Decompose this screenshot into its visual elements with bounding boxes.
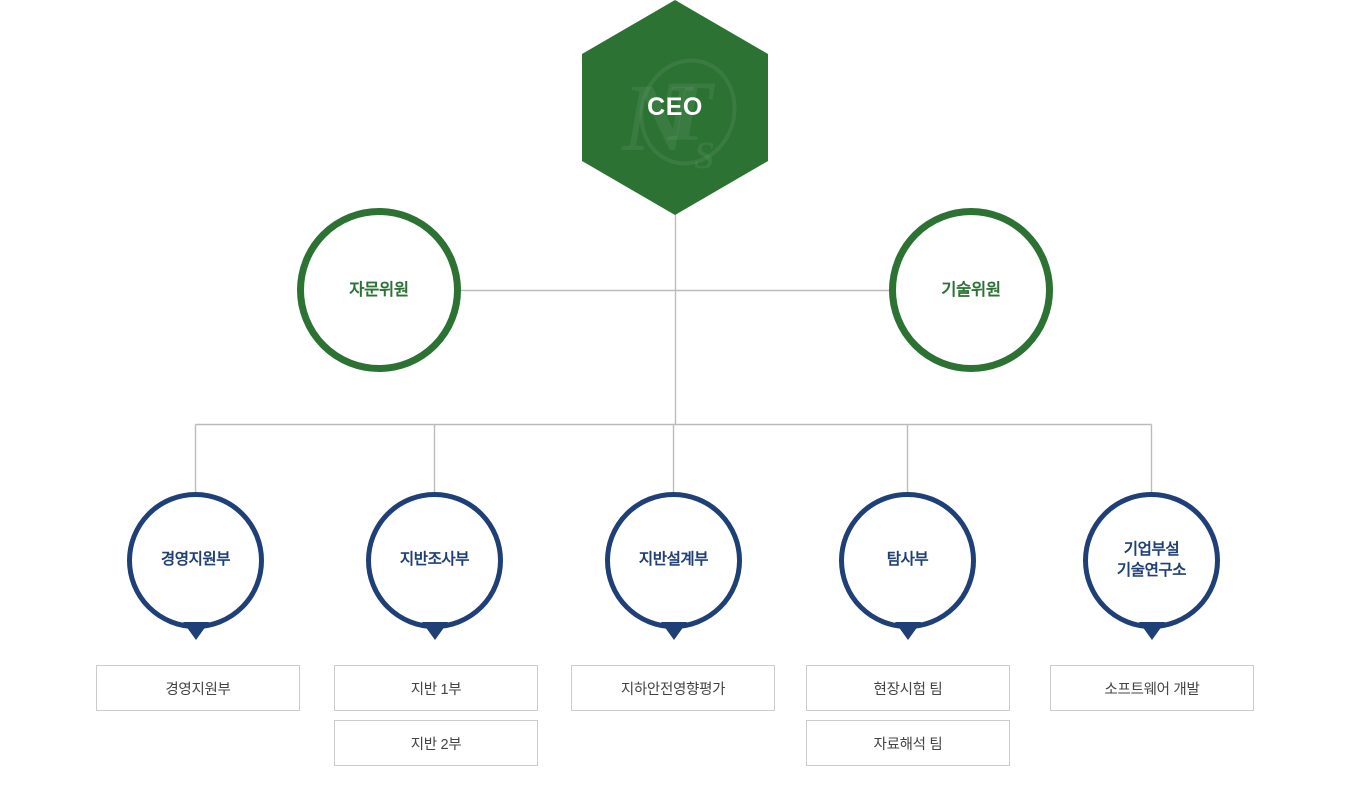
department-node-management-support[interactable]: 경영지원부 [127, 492, 264, 640]
hexagon-shape: N T s [582, 0, 768, 215]
department-label: 기업부설 기술연구소 [1111, 540, 1192, 582]
team-box-ground-design-1[interactable]: 지하안전영향평가 [571, 665, 775, 711]
team-box-research-institute-1[interactable]: 소프트웨어 개발 [1050, 665, 1254, 711]
team-box-management-support-1[interactable]: 경영지원부 [96, 665, 300, 711]
ceo-label: CEO [647, 93, 703, 121]
svg-text:N: N [621, 64, 695, 171]
team-box-ground-investigation-2[interactable]: 지반 2부 [334, 720, 538, 766]
team-label: 소프트웨어 개발 [1104, 681, 1200, 698]
committee-node-technical[interactable]: 기술위원 [889, 208, 1053, 372]
svg-text:T: T [660, 63, 716, 159]
svg-text:s: s [694, 120, 715, 180]
department-circle[interactable]: 기업부설 기술연구소 [1083, 492, 1220, 629]
department-pointer-icon [1138, 622, 1165, 640]
department-pointer-icon [660, 622, 687, 640]
team-box-exploration-2[interactable]: 자료해석 팀 [806, 720, 1010, 766]
department-pointer-icon [894, 622, 921, 640]
department-node-ground-investigation[interactable]: 지반조사부 [366, 492, 503, 640]
ceo-node[interactable]: N T s CEO [582, 0, 768, 215]
team-label: 지반 2부 [410, 736, 462, 753]
department-pointer-icon [421, 622, 448, 640]
department-label-line-1: 기업부설 [1123, 540, 1180, 558]
department-node-research-institute[interactable]: 기업부설 기술연구소 [1083, 492, 1220, 640]
team-box-exploration-1[interactable]: 현장시험 팀 [806, 665, 1010, 711]
department-label: 경영지원부 [160, 551, 231, 569]
department-node-ground-design[interactable]: 지반설계부 [605, 492, 742, 640]
department-circle[interactable]: 경영지원부 [127, 492, 264, 629]
department-label: 탐사부 [886, 551, 929, 569]
department-node-exploration[interactable]: 탐사부 [839, 492, 976, 640]
department-label: 지반설계부 [638, 551, 709, 569]
department-label-line-2: 기술연구소 [1116, 561, 1187, 579]
team-label: 지하안전영향평가 [620, 681, 726, 698]
team-box-ground-investigation-1[interactable]: 지반 1부 [334, 665, 538, 711]
hexagon-fill [582, 0, 768, 215]
department-circle[interactable]: 지반설계부 [605, 492, 742, 629]
committee-node-advisory[interactable]: 자문위원 [297, 208, 461, 372]
department-circle[interactable]: 지반조사부 [366, 492, 503, 629]
team-label: 지반 1부 [410, 681, 462, 698]
committee-label: 기술위원 [941, 280, 1001, 299]
department-pointer-icon [182, 622, 209, 640]
team-label: 자료해석 팀 [873, 736, 943, 753]
department-label: 지반조사부 [399, 551, 470, 569]
department-circle[interactable]: 탐사부 [839, 492, 976, 629]
team-label: 경영지원부 [165, 681, 231, 698]
team-label: 현장시험 팀 [873, 681, 943, 698]
nts-logo-watermark: N T s [621, 58, 737, 180]
committee-label: 자문위원 [349, 280, 409, 299]
